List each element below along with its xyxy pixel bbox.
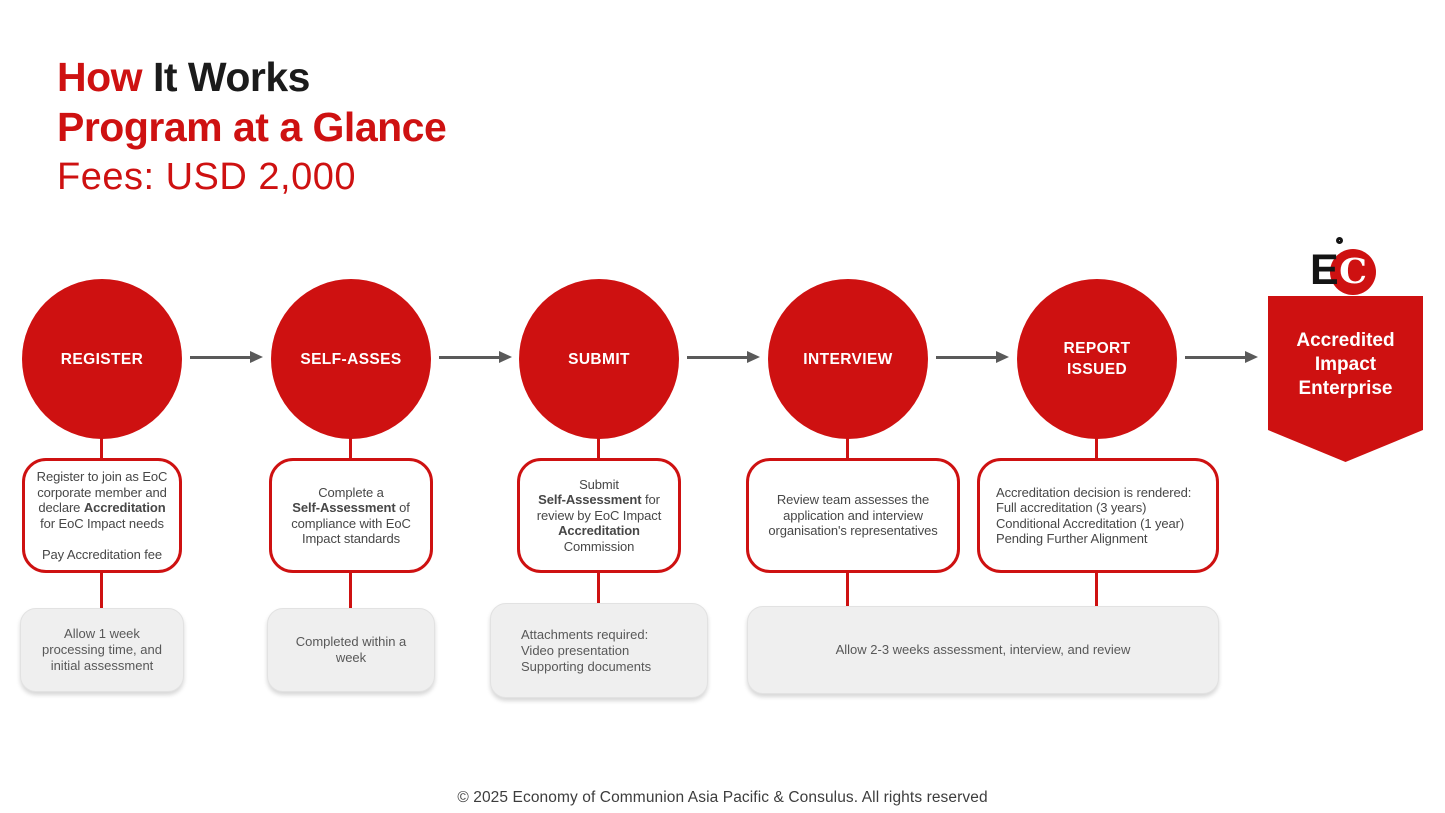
arrow-head-icon xyxy=(1245,351,1258,363)
detail-box-report-issued: Accreditation decision is rendered: Full… xyxy=(977,458,1219,573)
connector-submit-note xyxy=(597,569,600,613)
connector-interview-note xyxy=(846,569,849,613)
arrow-head-icon xyxy=(747,351,760,363)
eoc-logo-o-icon xyxy=(1336,237,1343,244)
step-circle-interview: INTERVIEW xyxy=(768,279,928,439)
detail-box-self-assess: Complete a Self-Assessment of compliance… xyxy=(269,458,433,573)
note-box-interview-report: Allow 2-3 weeks assessment, interview, a… xyxy=(747,606,1219,694)
arrow-shaft xyxy=(190,356,252,359)
accredited-badge: Accredited Impact Enterprise xyxy=(1268,296,1423,462)
arrow-shaft xyxy=(936,356,998,359)
page-subtitle: Program at a Glance xyxy=(57,104,447,150)
arrow-register-to-selfassess xyxy=(190,351,263,364)
arrow-interview-to-report xyxy=(936,351,1009,364)
connector-selfassess-note xyxy=(349,569,352,613)
connector-interview-detail xyxy=(846,433,849,463)
accredited-badge-label: Accredited Impact Enterprise xyxy=(1296,330,1395,399)
step-circle-self-assess: SELF-ASSES xyxy=(271,279,431,439)
fees-line: Fees: USD 2,000 xyxy=(57,156,356,198)
arrow-shaft xyxy=(1185,356,1247,359)
arrow-shaft xyxy=(687,356,749,359)
connector-selfassess-detail xyxy=(349,433,352,463)
copyright-footer: © 2025 Economy of Communion Asia Pacific… xyxy=(457,789,988,806)
arrow-selfassess-to-submit xyxy=(439,351,512,364)
arrow-report-to-badge xyxy=(1185,351,1258,364)
eoc-logo-e: E xyxy=(1310,246,1339,294)
detail-box-register: Register to join as EoC corporate member… xyxy=(22,458,182,573)
step-circle-submit: SUBMIT xyxy=(519,279,679,439)
detail-box-submit: Submit Self-Assessment for review by EoC… xyxy=(517,458,681,573)
arrow-shaft xyxy=(439,356,501,359)
detail-box-interview: Review team assesses the application and… xyxy=(746,458,960,573)
arrow-submit-to-interview xyxy=(687,351,760,364)
page-title: How It Works xyxy=(57,52,446,102)
eoc-logo: C E xyxy=(1308,237,1380,297)
title-highlight: How xyxy=(57,54,143,100)
connector-register-note xyxy=(100,569,103,613)
connector-report-note xyxy=(1095,569,1098,613)
connector-register-detail xyxy=(100,433,103,463)
note-box-register: Allow 1 week processing time, and initia… xyxy=(20,608,184,692)
arrow-head-icon xyxy=(250,351,263,363)
title-block: How It Works Program at a Glance Fees: U… xyxy=(57,52,447,203)
connector-report-detail xyxy=(1095,433,1098,463)
step-circle-report-issued: REPORT ISSUED xyxy=(1017,279,1177,439)
note-box-submit: Attachments required: Video presentation… xyxy=(490,603,708,698)
connector-submit-detail xyxy=(597,433,600,463)
note-box-self-assess: Completed within a week xyxy=(267,608,435,692)
eoc-logo-circle-icon: C xyxy=(1330,249,1376,295)
title-rest: It Works xyxy=(142,54,310,100)
arrow-head-icon xyxy=(996,351,1009,363)
eoc-logo-c: C xyxy=(1339,250,1367,292)
step-circle-register: REGISTER xyxy=(22,279,182,439)
arrow-head-icon xyxy=(499,351,512,363)
